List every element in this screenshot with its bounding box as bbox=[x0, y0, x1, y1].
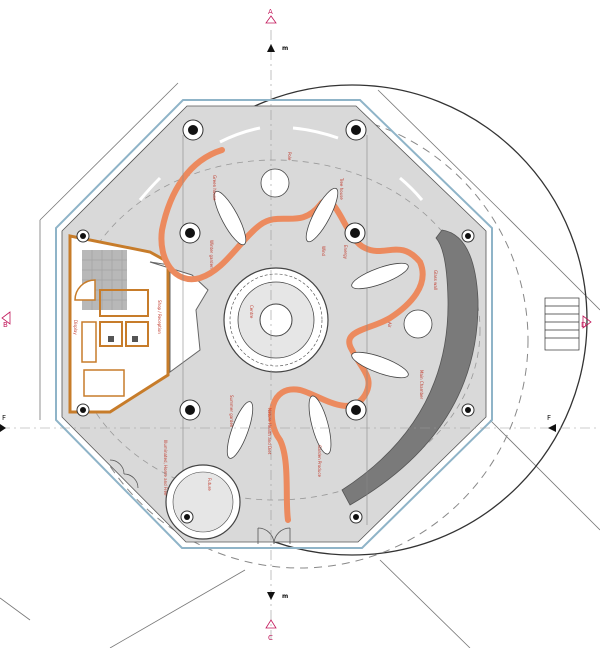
glazing-arcs bbox=[138, 126, 424, 201]
section-mark-bottom: m C bbox=[265, 592, 288, 642]
label-future: Future bbox=[207, 478, 212, 491]
entrance-door bbox=[257, 527, 291, 545]
section-f-right: F bbox=[547, 414, 556, 432]
label-shop: Shop / Reception bbox=[157, 300, 162, 334]
label-garden-produce: Garden Produce bbox=[317, 445, 322, 478]
section-f-right-label: F bbox=[547, 414, 551, 422]
label-air: Air bbox=[387, 322, 392, 328]
section-f-left: F bbox=[0, 414, 6, 432]
label-glass-wall: Glass wall bbox=[433, 270, 438, 290]
label-energy: Energy bbox=[343, 245, 348, 260]
label-green-house: Green house bbox=[212, 175, 217, 201]
stair bbox=[544, 297, 580, 351]
section-axes bbox=[0, 30, 600, 640]
small-circle bbox=[403, 309, 433, 339]
display-benches bbox=[213, 187, 409, 459]
label-display: Display bbox=[73, 320, 78, 335]
label-tree-house: Tree house bbox=[339, 177, 344, 200]
construction-lines bbox=[0, 82, 600, 648]
label-nature-health: Nature Health and Diet bbox=[267, 408, 272, 455]
curved-wall-band bbox=[341, 229, 479, 506]
label-summer-garden: Summer garden bbox=[229, 395, 234, 428]
small-circle bbox=[260, 168, 290, 198]
room-labels: Display Shop / Reception Winter garden C… bbox=[73, 152, 438, 496]
label-wind: Wind bbox=[321, 246, 326, 257]
section-mark-right: D bbox=[581, 315, 592, 329]
label-main-chamber: Main Chamber bbox=[419, 370, 424, 399]
label-centre: Centre bbox=[249, 305, 254, 319]
section-f-left-label: F bbox=[2, 414, 6, 422]
label-pole: Pole bbox=[287, 152, 292, 161]
service-block bbox=[68, 234, 170, 414]
section-m-top: m bbox=[282, 45, 288, 52]
lower-ring bbox=[165, 464, 241, 540]
inner-dashed-ring bbox=[69, 159, 481, 501]
section-mark-top: A m bbox=[265, 8, 288, 52]
octagon-outline bbox=[55, 99, 493, 549]
central-rings bbox=[223, 267, 329, 373]
label-illuminated: Illuminated, Home and Free bbox=[163, 440, 168, 496]
label-winter-garden: Winter garden bbox=[209, 240, 214, 269]
side-door bbox=[109, 459, 139, 489]
section-mark-left: B bbox=[1, 311, 11, 329]
section-letter-b: B bbox=[3, 321, 8, 329]
section-letter-c: C bbox=[268, 634, 273, 642]
section-m-bottom: m bbox=[282, 593, 288, 600]
visitor-path bbox=[158, 147, 426, 523]
section-letter-a: A bbox=[268, 8, 273, 16]
section-letter-d: D bbox=[581, 321, 586, 329]
